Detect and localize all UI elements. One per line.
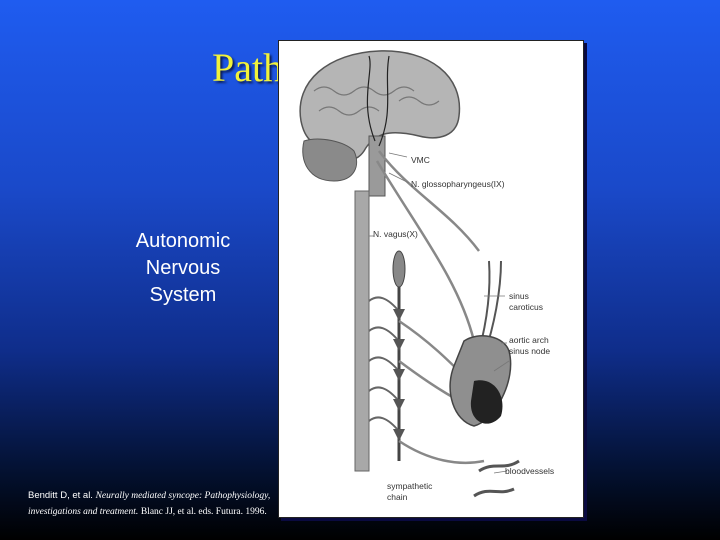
label-sinus-node: sinus node xyxy=(509,346,551,356)
label-bloodvessels: bloodvessels xyxy=(505,466,555,476)
slide-subtitle: Autonomic Nervous System xyxy=(118,228,248,309)
label-sympathetic: sympathetic xyxy=(387,481,433,491)
anatomy-figure: VMC N. glossopharyngeus(IX) N. vagus(X) … xyxy=(278,40,584,518)
label-sinus: sinus xyxy=(509,291,529,301)
citation-editors: Blanc JJ, et al. eds. Futura. 1996. xyxy=(140,507,267,517)
nervous-system-illustration xyxy=(299,50,520,498)
citation-title: Neurally mediated syncope: Pathophysiolo… xyxy=(28,491,271,517)
label-chain: chain xyxy=(387,492,408,502)
citation-authors: Benditt D, et al. xyxy=(28,490,93,501)
subtitle-line: Nervous xyxy=(145,257,221,279)
slide-title: Path xyxy=(212,45,284,90)
label-glossopharyngeus: N. glossopharyngeus(IX) xyxy=(411,179,505,189)
citation: Benditt D, et al. Neurally mediated sync… xyxy=(28,488,278,520)
label-aortic-arch: aortic arch xyxy=(509,335,549,345)
subtitle-line: System xyxy=(149,284,217,306)
label-vmc: VMC xyxy=(411,155,430,165)
label-caroticus: caroticus xyxy=(509,302,544,312)
label-vagus: N. vagus(X) xyxy=(373,229,418,239)
subtitle-line: Autonomic xyxy=(135,230,231,252)
